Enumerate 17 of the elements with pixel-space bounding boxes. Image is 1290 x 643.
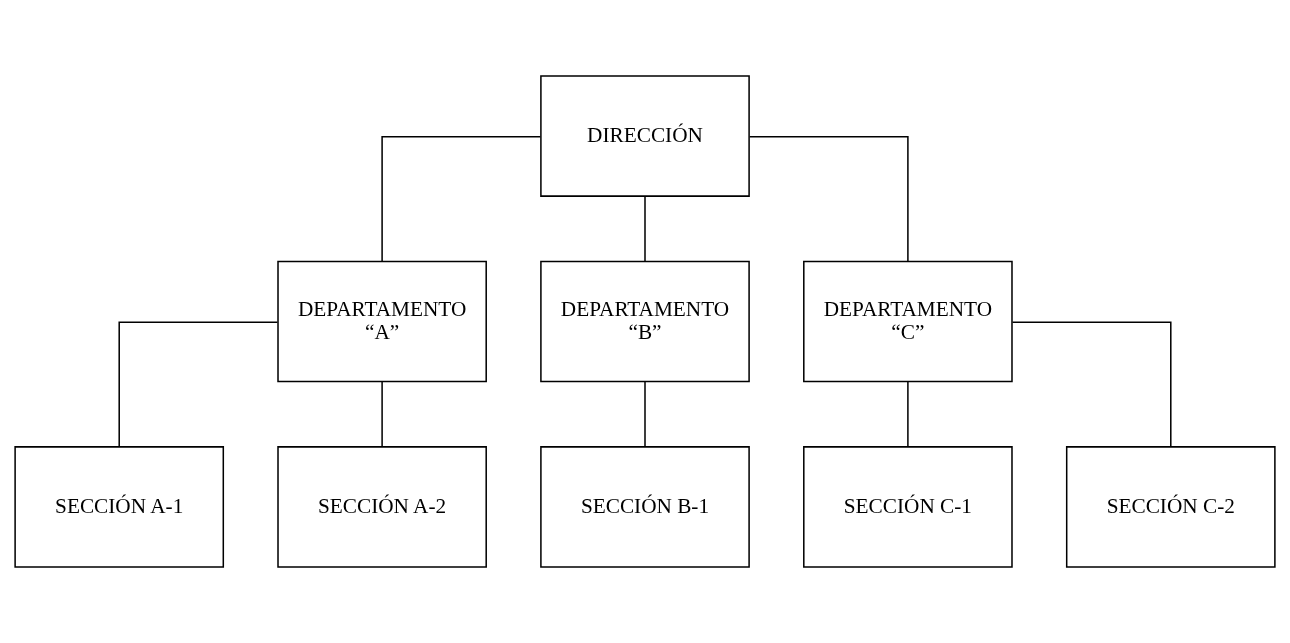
connector bbox=[381, 136, 542, 262]
connector bbox=[907, 380, 909, 448]
connector bbox=[1011, 321, 1172, 448]
node-box: DEPARTAMENTO “A” bbox=[277, 260, 487, 383]
connector bbox=[644, 380, 646, 448]
connector bbox=[381, 380, 383, 448]
node-box: DEPARTAMENTO “C” bbox=[803, 260, 1013, 383]
node-box: SECCIÓN A-2 bbox=[277, 446, 487, 568]
node-box: SECCIÓN B-1 bbox=[540, 446, 750, 568]
node-box: DIRECCIÓN bbox=[540, 75, 750, 197]
node-box: SECCIÓN A-1 bbox=[14, 446, 225, 568]
connector bbox=[118, 321, 279, 448]
node-box: SECCIÓN C-2 bbox=[1065, 446, 1276, 568]
node-box: DEPARTAMENTO “B” bbox=[540, 260, 750, 383]
connector bbox=[748, 136, 909, 262]
connector bbox=[644, 195, 646, 262]
node-box: SECCIÓN C-1 bbox=[803, 446, 1013, 568]
